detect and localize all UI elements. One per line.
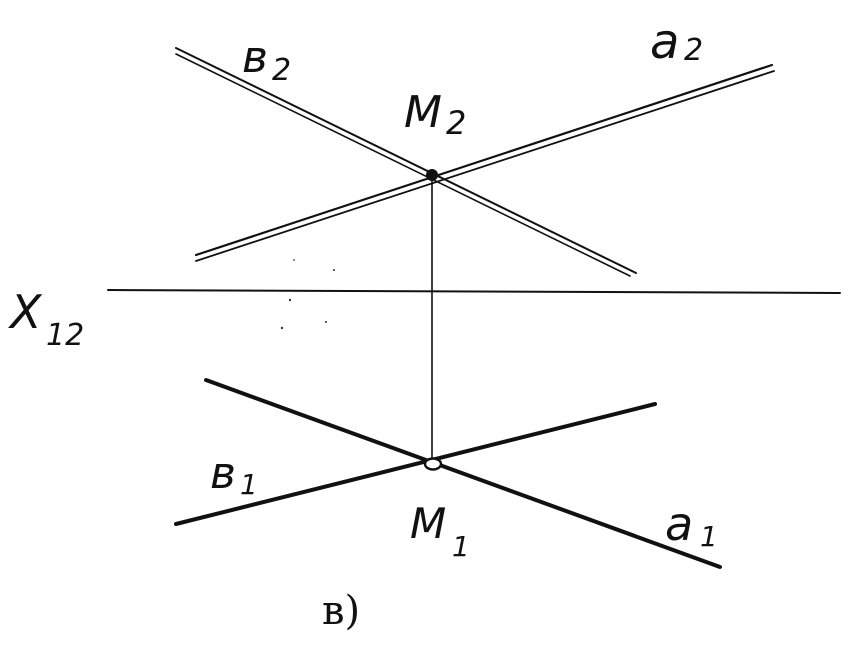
point-m1 [423, 457, 443, 471]
line-a1 [204, 378, 722, 569]
svg-text:a: a [650, 14, 679, 70]
projection-axis-x12 [107, 289, 841, 294]
line-a2 [194, 63, 775, 262]
svg-text:1: 1 [240, 468, 258, 501]
svg-text:a: a [665, 497, 693, 551]
label-b1: в 1 [210, 448, 258, 501]
line-b2 [175, 47, 637, 277]
svg-text:12: 12 [46, 318, 84, 353]
point-m2 [426, 169, 438, 181]
svg-text:2: 2 [684, 33, 703, 68]
label-m2: M 2 [404, 87, 466, 142]
label-a2: a 2 [650, 14, 703, 70]
svg-text:1: 1 [700, 520, 718, 553]
line-b1 [174, 402, 657, 526]
label-b2: в 2 [242, 32, 291, 88]
svg-text:в: в [242, 32, 268, 83]
pencil-marks [280, 259, 335, 330]
label-a1: a 1 [665, 497, 718, 553]
label-m1: M 1 [410, 499, 470, 563]
svg-text:2: 2 [446, 104, 466, 142]
svg-text:2: 2 [272, 53, 291, 88]
svg-text:X: X [8, 285, 43, 339]
svg-text:M: M [404, 87, 442, 138]
svg-text:1: 1 [452, 530, 470, 563]
label-x12: X 12 [8, 285, 84, 353]
svg-text:в: в [210, 448, 236, 499]
svg-text:M: M [410, 499, 446, 548]
figure-caption: в) [322, 588, 360, 634]
